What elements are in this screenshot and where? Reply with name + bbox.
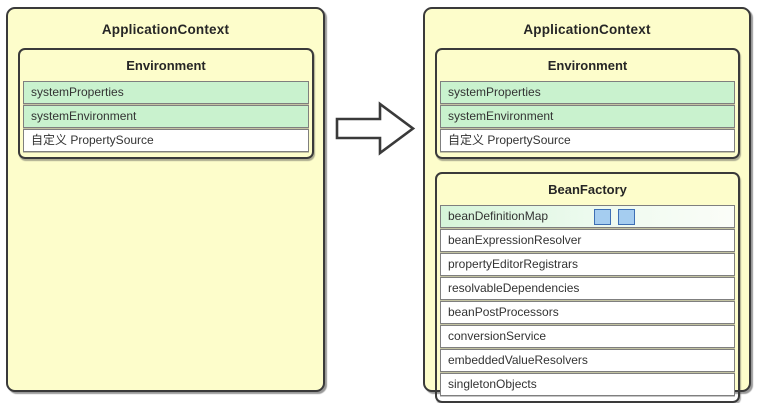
row-system-environment: systemEnvironment: [23, 105, 309, 128]
panel-title: ApplicationContext: [523, 22, 651, 37]
row-embedded-value-resolvers: embeddedValueResolvers: [440, 349, 735, 372]
row-singleton-objects: singletonObjects: [440, 373, 735, 396]
row-system-properties: systemProperties: [440, 81, 735, 104]
environment-box: Environment systemProperties systemEnvir…: [435, 48, 740, 159]
environment-title: Environment: [547, 58, 628, 73]
map-entry-square-icon: [618, 208, 636, 225]
row-bean-post-processors: beanPostProcessors: [440, 301, 735, 324]
bean-factory-rows: beanDefinitionMap beanExpressionResolver…: [440, 205, 735, 396]
row-custom-property-source: 自定义 PropertySource: [23, 129, 309, 152]
row-resolvable-dependencies: resolvableDependencies: [440, 277, 735, 300]
right-arrow-icon: [334, 101, 416, 157]
row-bean-definition-map: beanDefinitionMap: [440, 205, 735, 228]
row-conversion-service: conversionService: [440, 325, 735, 348]
row-custom-property-source: 自定义 PropertySource: [440, 129, 735, 152]
environment-box: Environment systemProperties systemEnvir…: [18, 48, 314, 159]
application-context-panel-left: ApplicationContext Environment systemPro…: [6, 7, 325, 392]
environment-rows: systemProperties systemEnvironment 自定义 P…: [440, 81, 735, 152]
map-entry-square-icon: [594, 208, 612, 225]
bean-factory-box: BeanFactory beanDefinitionMap beanExpres…: [435, 172, 740, 403]
bean-factory-title: BeanFactory: [548, 182, 627, 197]
row-system-environment: systemEnvironment: [440, 105, 735, 128]
environment-title: Environment: [126, 58, 206, 73]
row-bean-expression-resolver: beanExpressionResolver: [440, 229, 735, 252]
application-context-panel-right: ApplicationContext Environment systemPro…: [423, 7, 751, 403]
row-system-properties: systemProperties: [23, 81, 309, 104]
row-property-editor-registrars: propertyEditorRegistrars: [440, 253, 735, 276]
panel-title: ApplicationContext: [101, 22, 230, 37]
row-bean-definition-map-label: beanDefinitionMap: [448, 209, 549, 223]
environment-rows: systemProperties systemEnvironment 自定义 P…: [23, 81, 309, 152]
